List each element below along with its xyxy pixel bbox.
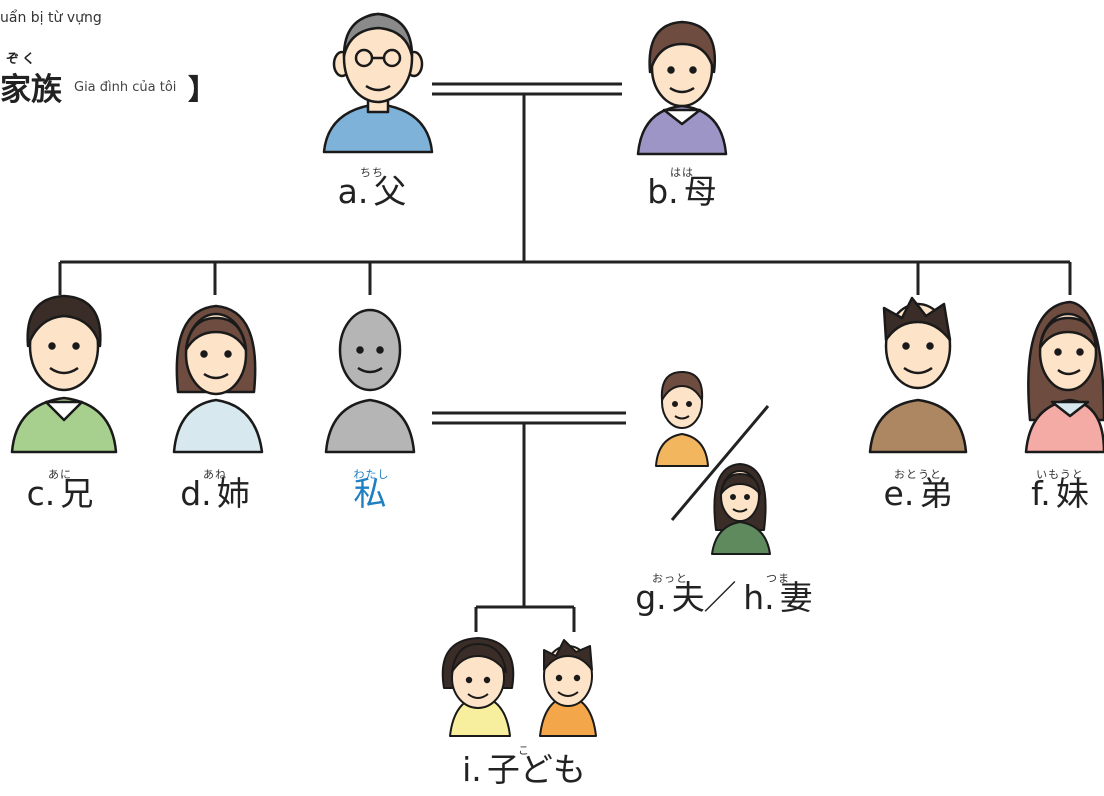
boy-child-avatar	[539, 639, 597, 737]
younger-brother-avatar	[868, 296, 968, 454]
title-ruby: ぞく	[6, 52, 39, 67]
title-subtitle: Gia đình của tôi	[74, 80, 177, 95]
kanji-wife: 妻	[779, 578, 813, 617]
ruby-wife: つま	[766, 572, 790, 585]
ruby-children: こ	[517, 744, 530, 757]
girl-child-avatar	[441, 637, 515, 737]
label-children: こ i. 子ども	[462, 744, 586, 789]
prefix-husband: g.	[635, 578, 667, 617]
me-avatar	[324, 308, 416, 454]
label-older-brother: あに c. 兄	[26, 468, 94, 513]
older-brother-avatar	[10, 294, 118, 454]
label-older-sister: あね d. 姉	[180, 468, 250, 513]
ruby-younger-brother: おとうと	[893, 468, 942, 481]
kanji-younger-sister: 妹	[1055, 474, 1089, 513]
ruby-younger-sister: いもうと	[1036, 468, 1084, 481]
label-wife: つま h. 妻	[743, 572, 813, 617]
younger-sister-avatar	[1024, 300, 1104, 454]
kanji-older-brother: 兄	[60, 474, 94, 513]
title-bracket: 】	[188, 73, 217, 106]
kanji-children: 子ども	[486, 750, 586, 789]
label-younger-brother: おとうと e. 弟	[883, 468, 953, 513]
husband-avatar	[655, 371, 709, 467]
label-me: わたし 私	[353, 468, 389, 513]
kanji-older-sister: 姉	[216, 474, 250, 513]
prefix-father: a.	[337, 172, 369, 211]
spouse-divider-slash	[670, 405, 770, 521]
older-sister-avatar	[172, 304, 264, 454]
section-label: uẩn bị từ vựng	[0, 10, 102, 26]
wife-avatar	[711, 463, 771, 555]
label-husband: おっと g. 夫	[635, 572, 705, 617]
ruby-husband: おっと	[652, 572, 688, 585]
title-kanji: 家族	[0, 72, 62, 108]
kanji-younger-brother: 弟	[919, 474, 953, 513]
kanji-me: 私	[353, 474, 387, 513]
prefix-older-sister: d.	[180, 474, 212, 513]
kanji-husband: 夫	[671, 578, 705, 617]
ruby-father: ちち	[360, 166, 384, 179]
prefix-children: i.	[462, 750, 482, 789]
father-avatar	[322, 12, 434, 154]
prefix-older-brother: c.	[26, 474, 56, 513]
ruby-older-sister: あね	[203, 468, 227, 481]
label-spouse-slash: ／	[704, 580, 737, 616]
kanji-father: 父	[373, 172, 407, 211]
prefix-mother: b.	[647, 172, 679, 211]
ruby-mother: はは	[670, 166, 694, 179]
kanji-mother: 母	[683, 172, 717, 211]
label-younger-sister: いもうと f. 妹	[1031, 468, 1089, 513]
label-father: ちち a. 父	[337, 166, 407, 211]
tree-connectors	[58, 82, 1072, 632]
mother-avatar	[636, 20, 728, 156]
label-mother: はは b. 母	[647, 166, 717, 211]
prefix-younger-brother: e.	[883, 474, 915, 513]
ruby-me: わたし	[353, 468, 390, 481]
prefix-wife: h.	[743, 578, 775, 617]
ruby-older-brother: あに	[47, 468, 72, 481]
prefix-younger-sister: f.	[1031, 474, 1051, 513]
spouse-slash: ／	[703, 578, 737, 617]
